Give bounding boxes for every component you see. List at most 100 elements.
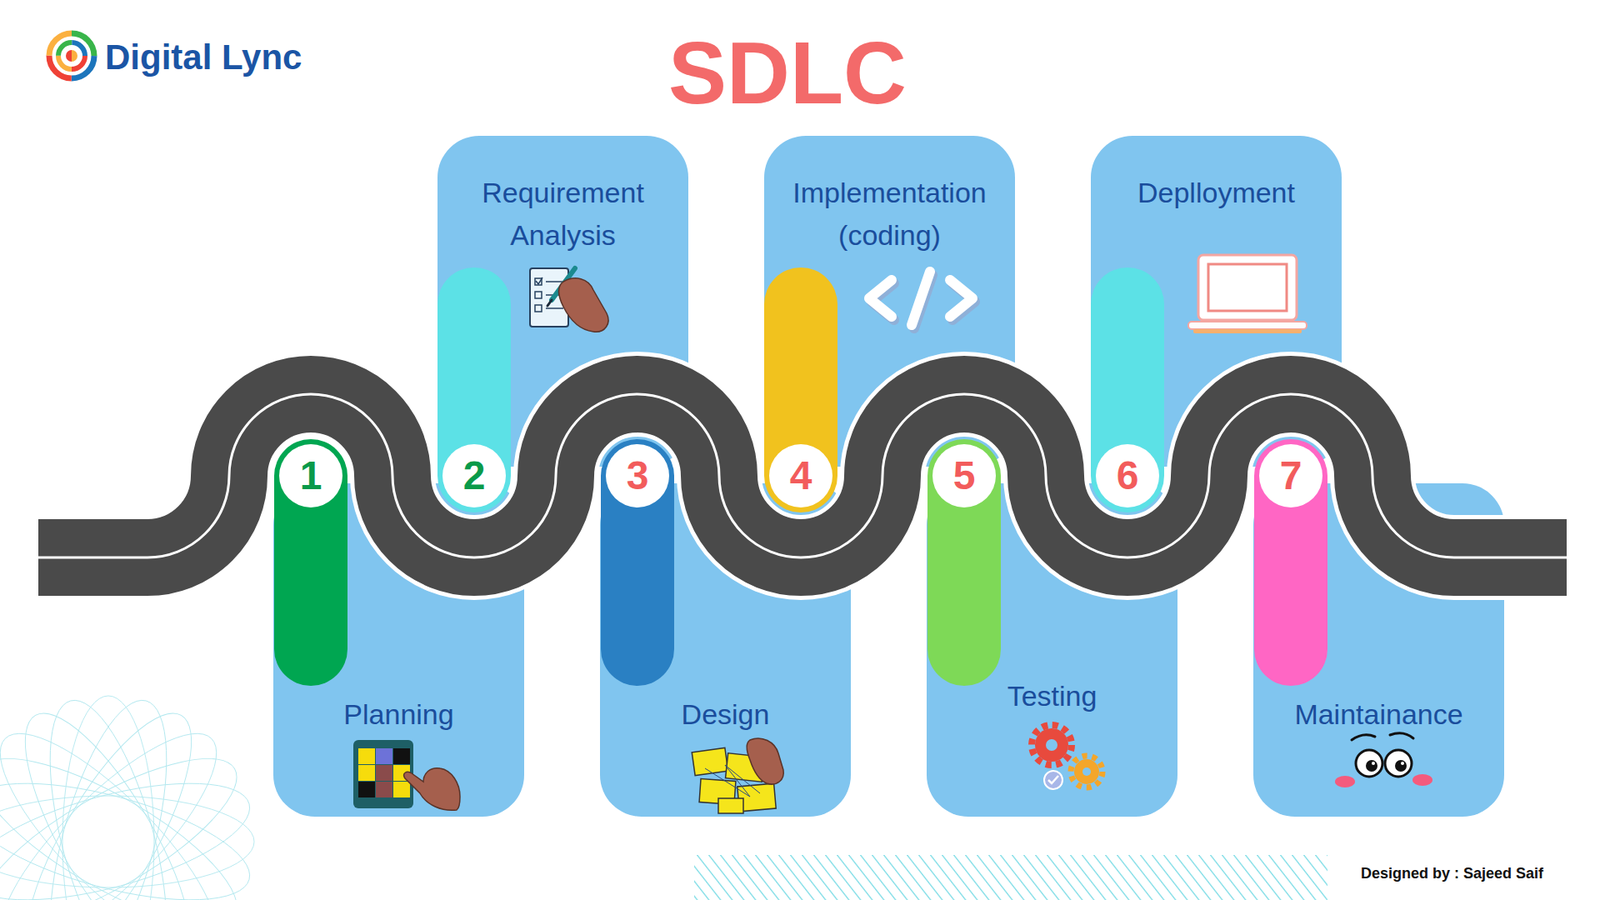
stage-name: Implementation (coding) (773, 171, 1007, 257)
laptop-icon (1193, 329, 1302, 334)
gears-icon (1074, 759, 1100, 785)
planning-board-icon (353, 740, 460, 810)
face-icon (1335, 775, 1355, 788)
face-icon (1351, 735, 1375, 740)
logo-icon (49, 33, 95, 79)
face-icon (1395, 760, 1407, 772)
laptop-icon (1188, 321, 1307, 330)
logo-icon (49, 33, 95, 79)
step-number: 6 (1116, 455, 1140, 496)
stage-panel: Planning (273, 483, 525, 817)
laptop-icon (1188, 255, 1307, 334)
logo-icon (58, 42, 85, 70)
face-icon (1412, 774, 1433, 786)
stage-name: Testing (935, 675, 1170, 718)
checklist-icon (530, 268, 609, 332)
stage-name: Planning (282, 693, 516, 736)
stage-pill (927, 439, 1001, 686)
spiral-decoration (0, 705, 245, 900)
hatch-decoration (694, 855, 1328, 900)
planning-board-icon (358, 765, 375, 781)
stage-pill (1090, 267, 1165, 513)
brand-name: Digital Lync (105, 36, 302, 79)
step-number-circle: 4 (769, 444, 833, 508)
step-number: 5 (953, 455, 976, 496)
gears-icon (1045, 739, 1058, 751)
logo-icon (58, 42, 85, 70)
face-icon (1390, 733, 1414, 739)
gears-icon (1048, 775, 1059, 784)
stage-pill (600, 439, 675, 686)
logo-icon (49, 33, 95, 79)
stage-name: Maintainance (1262, 693, 1496, 736)
planning-board-icon (358, 781, 375, 798)
planning-board-icon (393, 748, 410, 765)
laptop-icon (1198, 255, 1297, 320)
sticky-notes-icon (691, 738, 784, 814)
code-icon (869, 271, 973, 325)
gears-icon (1082, 767, 1091, 776)
stage-panel: Requirement Analysis (437, 135, 689, 467)
spiral-decoration (0, 729, 258, 900)
spiral-decoration (0, 689, 261, 900)
stage-pill (1254, 439, 1328, 686)
logo-icon (58, 42, 85, 70)
step-number-circle: 1 (279, 444, 343, 508)
sticky-notes-icon (705, 765, 760, 797)
face-icon (1385, 750, 1412, 777)
step-number: 3 (626, 455, 650, 496)
spiral-decoration (0, 760, 261, 900)
code-icon (869, 271, 975, 329)
gears-icon (1031, 725, 1103, 790)
planning-board-icon (375, 781, 393, 798)
checklist-icon (559, 278, 609, 332)
planning-board-icon (375, 765, 393, 781)
spiral-decoration (0, 729, 258, 900)
laptop-icon (1208, 264, 1287, 311)
step-number-circle: 7 (1259, 444, 1323, 508)
checklist-icon (535, 305, 542, 312)
logo-icon (49, 33, 95, 79)
stage-pill (764, 267, 838, 513)
stage-panel: Testing (926, 483, 1178, 817)
logo-icon (71, 50, 78, 62)
planning-board-icon (375, 748, 393, 765)
sticky-notes-icon (718, 798, 744, 814)
stage-pill (274, 267, 1328, 686)
planning-board-icon (393, 781, 410, 798)
checklist-icon (545, 307, 564, 310)
spiral-decoration (0, 795, 255, 888)
stage-panel: Deplloyment (1090, 135, 1342, 467)
gears-icon (1070, 755, 1103, 788)
planning-board-icon (404, 768, 460, 811)
designer-credit-area: Designed by : Sajeed Saif (1360, 865, 1544, 884)
stage-name: Requirement Analysis (446, 171, 680, 257)
logo-icon (58, 42, 85, 70)
face-icon (1335, 733, 1433, 788)
face-icon (1365, 760, 1378, 772)
planning-board-icon (358, 748, 375, 765)
step-number: 4 (790, 455, 813, 496)
step-number: 2 (463, 455, 486, 496)
step-number-circle: 6 (1095, 444, 1160, 508)
logo-icon (49, 33, 95, 79)
spiral-decoration (0, 692, 221, 900)
stage-pill (437, 267, 511, 513)
logo-icon (58, 42, 85, 70)
checklist-icon (535, 277, 543, 285)
step-number-circle: 3 (605, 444, 670, 508)
face-icon (1400, 761, 1405, 765)
step-number: 1 (300, 455, 323, 496)
stage-panel: Maintainance (1253, 483, 1505, 817)
designer-credit: Designed by : Sajeed Saif (1360, 865, 1544, 884)
gears-icon (1031, 725, 1072, 765)
stage-pill (274, 439, 348, 686)
sticky-notes-icon (746, 738, 784, 785)
step-number-circle: 2 (442, 444, 506, 508)
face-icon (1355, 750, 1383, 777)
code-icon (869, 280, 892, 317)
diagram-title: SDLC (537, 29, 1038, 117)
checklist-icon (545, 280, 564, 283)
brand-name-area: Digital Lync (105, 36, 302, 79)
